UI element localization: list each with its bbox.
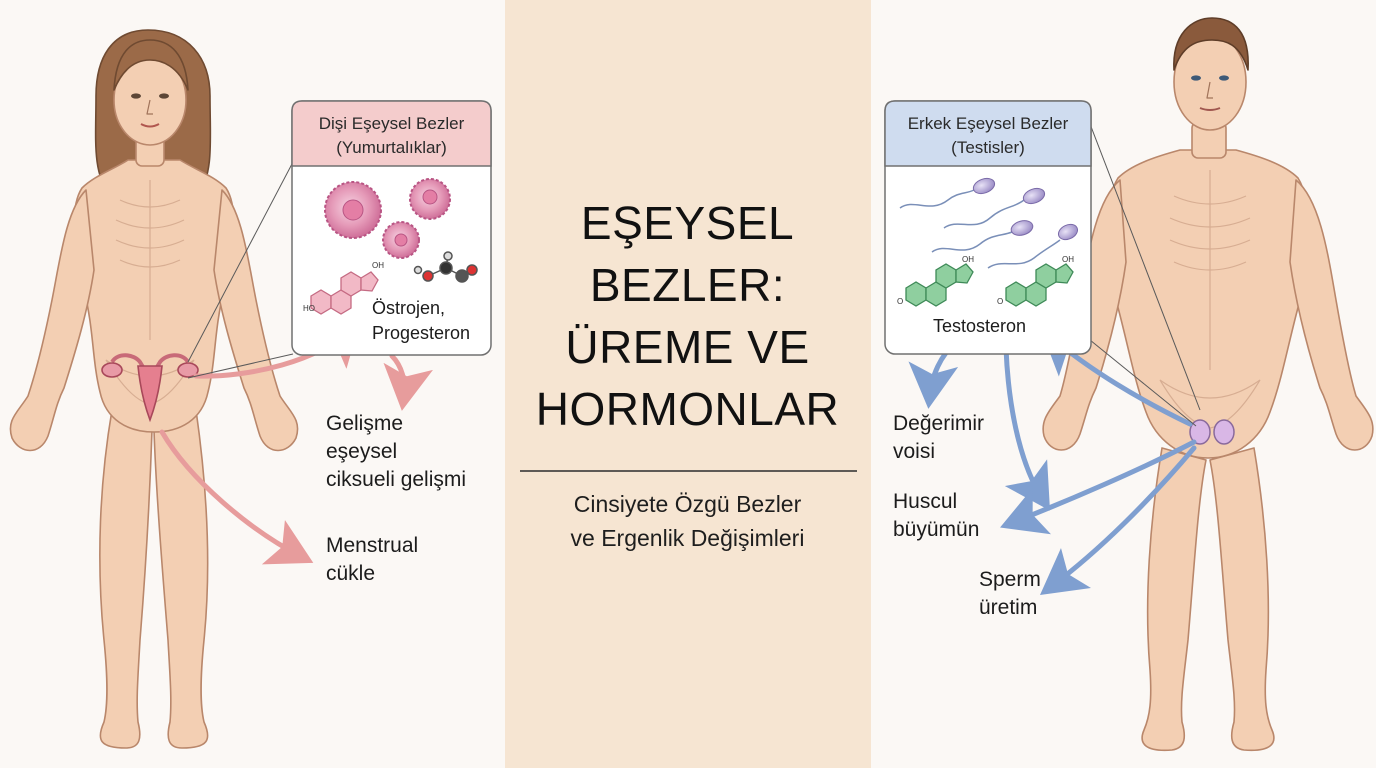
molecule-oh-label-3: OH bbox=[1062, 255, 1074, 264]
male-zoom-lines bbox=[1089, 123, 1201, 427]
uterus-icon bbox=[101, 353, 199, 423]
female-box-header bbox=[291, 100, 492, 167]
female-hormone-label: Östrojen, Progesteron bbox=[372, 298, 471, 343]
center-band bbox=[505, 0, 871, 768]
female-gland-box: HO OH bbox=[291, 100, 492, 356]
molecule-ho-label: HO bbox=[303, 304, 315, 313]
title-line: HORMONLAR bbox=[535, 383, 840, 435]
male-effect-voice: Değerimir voisi bbox=[893, 412, 985, 463]
male-torso bbox=[1106, 149, 1310, 459]
male-left-leg bbox=[1141, 447, 1207, 752]
molecule-oh-label-2: OH bbox=[962, 255, 974, 264]
male-effect-sperm: Sperm üretim bbox=[979, 568, 1041, 619]
steroid-molecule-icon bbox=[905, 263, 974, 307]
female-effect-menstrual: Menstrual cükle bbox=[326, 534, 419, 585]
male-figure bbox=[1042, 17, 1374, 752]
subtitle: Cinsiyete Özgü Bezler ve Ergenlik Değişi… bbox=[505, 487, 870, 555]
steroid-molecule-icon bbox=[1005, 263, 1074, 307]
molecule-o-label-2: O bbox=[997, 297, 1003, 306]
title-line: ÜREME VE bbox=[565, 321, 810, 373]
arrow-hormone-to-muscle bbox=[1003, 345, 1051, 511]
sperm-icon bbox=[899, 177, 1079, 269]
arrow-to-menstrual-cycle bbox=[159, 429, 314, 565]
testis-icon bbox=[1189, 419, 1235, 445]
ball-stick-molecule-icon bbox=[413, 251, 478, 283]
male-gland-box: O O OH OH bbox=[884, 100, 1092, 355]
male-effect-muscle: Huscul büyümün bbox=[893, 490, 980, 541]
molecule-o-label: O bbox=[897, 297, 903, 306]
steroid-molecule-icon bbox=[310, 271, 379, 315]
ovary-icon bbox=[177, 362, 199, 378]
female-hair-front bbox=[113, 39, 189, 91]
female-left-leg bbox=[99, 409, 153, 749]
subtitle-line: Cinsiyete Özgü Bezler bbox=[573, 491, 802, 517]
ovary-icon bbox=[101, 362, 123, 378]
male-right-leg bbox=[1209, 447, 1275, 752]
female-box-title: Dişi Eşeysel Bezler (Yumurtalıklar) bbox=[318, 114, 465, 157]
title-line: EŞEYSEL bbox=[580, 197, 795, 249]
male-hair bbox=[1173, 17, 1249, 71]
male-skeleton bbox=[1159, 170, 1261, 429]
female-right-arm bbox=[213, 189, 299, 452]
arrow-hormone-to-development bbox=[383, 353, 433, 411]
male-right-arm bbox=[1289, 179, 1374, 451]
female-effect-development: Gelişme eşeysel ciksueli gelişmi bbox=[326, 412, 467, 491]
arrow-testis-to-muscle bbox=[1000, 439, 1197, 535]
main-title: EŞEYSEL BEZLER: ÜREME VE HORMONLAR bbox=[505, 192, 870, 440]
female-zoom-lines bbox=[187, 161, 294, 379]
male-box-header bbox=[884, 100, 1092, 167]
male-hormone-label: Testosteron bbox=[933, 316, 1027, 336]
female-right-leg bbox=[153, 409, 209, 749]
title-line: BEZLER: bbox=[589, 259, 786, 311]
male-box-title: Erkek Eşeysel Bezler (Testisler) bbox=[907, 114, 1069, 157]
arrow-testis-to-sperm bbox=[1040, 445, 1197, 596]
molecule-oh-label: OH bbox=[372, 261, 384, 270]
subtitle-line: ve Ergenlik Değişimleri bbox=[570, 525, 805, 551]
female-left-arm bbox=[9, 189, 95, 452]
